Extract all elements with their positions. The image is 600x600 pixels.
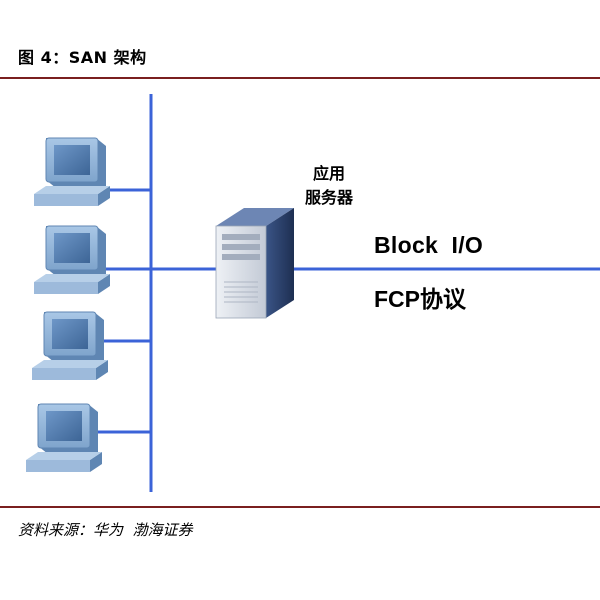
fcp-protocol-label: FCP协议 — [374, 286, 466, 312]
desktop-computer-icon — [33, 225, 111, 295]
server-tower-icon — [215, 208, 294, 319]
desktop-computer-icon — [31, 311, 109, 381]
source-rule — [0, 506, 600, 508]
server-label-line1: 应用 — [312, 164, 345, 183]
desktop-computer-icon — [25, 403, 103, 473]
block-io-label: Block I/O — [374, 232, 484, 258]
title-rule — [0, 77, 600, 79]
server-label: 应用 服务器 — [295, 162, 363, 210]
desktop-computer-icon — [33, 137, 111, 207]
server-label-line2: 服务器 — [304, 188, 353, 207]
figure-title: 图 4：SAN 架构 — [18, 48, 147, 67]
source-note: 资料来源：华为 渤海证券 — [18, 521, 193, 539]
